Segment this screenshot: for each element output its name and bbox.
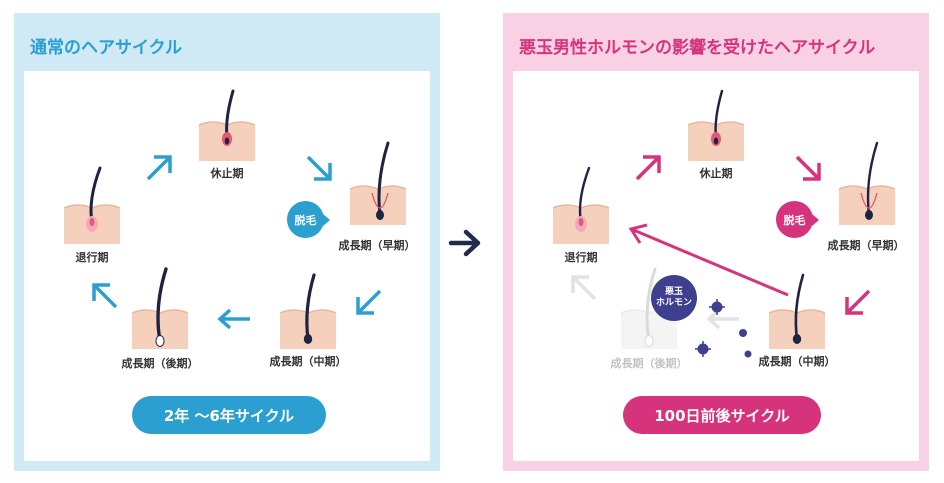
arrow-up-left-icon: [92, 283, 118, 309]
arrow-down-left-icon: [845, 289, 871, 315]
hormone-cycle-panel: 悪玉男性ホルモンの影響を受けたヘアサイクル 休止期 脱毛 成長期（早: [503, 13, 929, 471]
follicle-mid-growth-icon: [769, 273, 825, 349]
diagram-area: 休止期 脱毛 成長期（早期） 成長期（中期）: [24, 71, 430, 461]
arrow-up-right-icon: [146, 155, 172, 181]
stage-label-late-growth: 成長期（後期）: [610, 357, 688, 370]
stage-label-mid-growth: 成長期（中期）: [758, 355, 836, 368]
bad-hormone-badge: 悪玉 ホルモン: [651, 275, 697, 321]
panel-title: 通常のヘアサイクル: [30, 38, 183, 58]
arrow-down-right-icon: [795, 155, 821, 181]
cycle-duration-badge: 100日前後サイクル: [623, 396, 821, 434]
panel-title: 悪玉男性ホルモンの影響を受けたヘアサイクル: [519, 38, 876, 58]
hormone-particle-icon: [709, 299, 725, 315]
arrow-left-faded-icon: [706, 308, 739, 330]
stage-label-early-growth: 成長期（早期）: [338, 239, 416, 252]
arrow-up-left-faded-icon: [571, 275, 597, 301]
arrow-left-icon: [217, 308, 250, 330]
stage-label-rest: 休止期: [699, 167, 733, 180]
arrow-up-right-icon: [635, 155, 661, 181]
follicle-rest-icon: [688, 89, 744, 161]
follicle-regression-icon: [64, 166, 120, 244]
shed-badge: 脱毛: [776, 201, 819, 238]
follicle-late-growth-faded-icon: [621, 267, 677, 349]
stage-label-rest: 休止期: [210, 167, 244, 180]
hormone-particle-icon: [744, 350, 752, 358]
shortcut-arrow-icon: [628, 223, 789, 297]
cycle-duration-badge: 2年 ～6年サイクル: [132, 396, 326, 434]
hormone-particle-icon: [695, 341, 711, 357]
stage-label-regression: 退行期: [564, 251, 598, 264]
arrow-down-right-icon: [306, 155, 332, 181]
stage-label-late-growth: 成長期（後期）: [121, 357, 199, 370]
stage-label-early-growth: 成長期（早期）: [827, 239, 905, 252]
stage-label-mid-growth: 成長期（中期）: [269, 355, 347, 368]
shed-badge: 脱毛: [287, 201, 330, 238]
normal-cycle-panel: 通常のヘアサイクル 休止期 脱毛 成長期（早期）: [14, 13, 440, 471]
arrow-down-left-icon: [356, 289, 382, 315]
follicle-early-growth-icon: [839, 141, 895, 225]
stage-label-regression: 退行期: [75, 251, 109, 264]
follicle-late-growth-icon: [132, 267, 188, 349]
hormone-particle-icon: [739, 329, 747, 337]
follicle-early-growth-icon: [350, 141, 406, 225]
transition-arrow-icon: [448, 229, 481, 257]
diagram-area: 休止期 脱毛 成長期（早期） 成長期（中期）: [513, 71, 919, 461]
follicle-rest-icon: [199, 89, 255, 161]
follicle-regression-icon: [553, 166, 609, 244]
follicle-mid-growth-icon: [280, 273, 336, 349]
